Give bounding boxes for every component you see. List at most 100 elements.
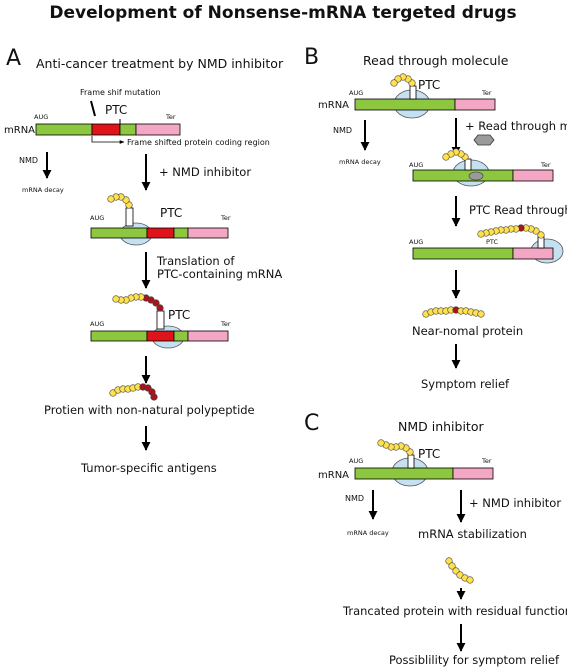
trna-icon [407,454,415,469]
panel-a-step-translation: Translation of [156,254,235,268]
aug-label: AUG [34,113,48,121]
panel-a-step-nmd-inhibitor: + NMD inhibitor [159,165,251,179]
panel-a-mrna-2: AUG Ter PTC [90,193,231,246]
utr-region [187,330,229,342]
panel-b-result-protein: Near-nomal protein [412,324,523,338]
panel-a-mrna-1: AUG Ter Frame shif mutation PTC mRNA Fra… [4,88,270,147]
bound-read-through-molecule-icon [468,171,484,181]
panel-a-letter: A [6,46,21,71]
nmd-label: NMD [19,156,38,165]
panel-c-letter: C [304,411,319,436]
coding-region [354,467,454,480]
panel-b-subtitle: Read through molecule [363,53,509,68]
nascent-peptide-icon [112,293,164,312]
nmd-label: NMD [333,126,352,135]
coding-region-frameshifted [91,123,121,136]
aug-label: AUG [90,320,104,328]
ptc-label: PTC [418,447,440,461]
ptc-label: PTC [160,206,182,220]
ptc-label: PTC [418,78,440,92]
aug-label: AUG [349,457,363,465]
ter-label: Ter [220,214,231,222]
nmd-label: NMD [345,494,364,503]
mrna-label: mRNA [318,470,349,481]
panel-b-step-ptc-read-through: PTC Read through [469,203,567,217]
figure-title: Development of Nonsense-mRNA tergeted dr… [49,3,516,23]
nascent-peptide-icon [107,193,133,209]
coding-region [412,169,514,182]
nascent-peptide-icon [377,439,414,456]
nascent-peptide-icon [390,73,416,87]
coding-region-normal [90,330,148,342]
panel-b-letter: B [304,45,319,70]
ter-label: Ter [481,89,492,97]
abnormal-protein-icon [109,383,158,401]
ptc-small-label: PTC [486,238,499,246]
mutation-mark-icon [90,100,96,117]
trna-icon [464,158,472,171]
coding-region-after-ptc [119,123,137,136]
coding-region-after-ptc [173,330,189,342]
coding-region-normal [35,123,93,136]
utr-region [512,169,554,182]
coding-region [354,98,456,111]
trna-icon [125,207,134,227]
mrna-decay-label: mRNA decay [339,158,381,166]
coding-region-frameshifted [146,227,175,239]
frameshift-mutation-label: Frame shif mutation [80,88,161,97]
panel-b-mrna-2: AUG Ter [409,148,554,187]
coding-region-normal [90,227,148,239]
ptc-label: PTC [168,308,190,322]
coding-region-after-ptc [173,227,189,239]
utr-region [512,247,554,260]
panel-a-step-translation-2: PTC-containing mRNA [157,267,282,281]
mrna-label: mRNA [4,125,35,136]
panel-b: B Read through molecule AUG Ter PTC mRNA… [304,45,567,391]
panel-c-mrna: AUG Ter PTC mRNA [318,439,494,487]
aug-label: AUG [409,161,423,169]
nascent-peptide-icon [442,148,469,161]
mrna-decay-label: mRNA decay [22,186,64,194]
coding-region-frameshifted [146,330,175,342]
ptc-label: PTC [105,103,127,117]
utr-region [187,227,229,239]
ter-label: Ter [481,457,492,465]
mrna-label: mRNA [318,100,349,111]
panel-b-step-read-through-mol: + Read through mol. [465,119,567,133]
coding-region [412,247,514,260]
frameshift-region-label: Frame shifted protein coding region [127,138,270,147]
aug-label: AUG [349,89,363,97]
read-through-molecule-icon [473,134,495,146]
ter-label: Ter [540,161,551,169]
panel-a-mrna-3: AUG Ter PTC [90,293,231,349]
panel-a-result-protein: Protien with non-natural polypeptide [44,403,255,417]
ter-label: Ter [220,320,231,328]
utr-region [135,123,181,136]
trna-icon [156,310,165,330]
trna-icon [409,85,417,100]
panel-b-result-symptom-relief: Symptom relief [421,377,510,391]
utr-region [452,467,494,480]
trna-icon [537,236,545,249]
panel-c-step-nmd-inhibitor: + NMD inhibitor [469,496,561,510]
frameshift-bracket [91,136,125,144]
panel-a-result-antigens: Tumor-specific antigens [80,461,217,475]
nascent-peptide-icon [477,224,545,239]
normal-protein-icon [422,306,485,318]
mrna-decay-label: mRNA decay [347,529,389,537]
utr-region [454,98,496,111]
panel-c: C NMD inhibitor AUG Ter PTC mRNA NMD mRN… [304,411,567,667]
panel-c-result-stabilization: mRNA stabilization [418,527,527,541]
panel-c-result-symptom-relief: Possiblility for symptom relief [389,653,560,667]
panel-a-subtitle: Anti-cancer treatment by NMD inhibitor [36,56,284,71]
panel-b-mrna-3: AUG PTC Ter [409,224,564,264]
aug-label: AUG [409,238,423,246]
aug-label: AUG [90,214,104,222]
ter-label: Ter [165,113,176,121]
panel-c-result-truncated-protein: Trancated protein with residual function [342,604,567,618]
truncated-protein-icon [445,557,474,584]
panel-b-mrna-1: AUG Ter PTC mRNA [318,73,496,119]
panel-a: A Anti-cancer treatment by NMD inhibitor… [4,46,284,475]
panel-c-subtitle: NMD inhibitor [398,419,484,434]
